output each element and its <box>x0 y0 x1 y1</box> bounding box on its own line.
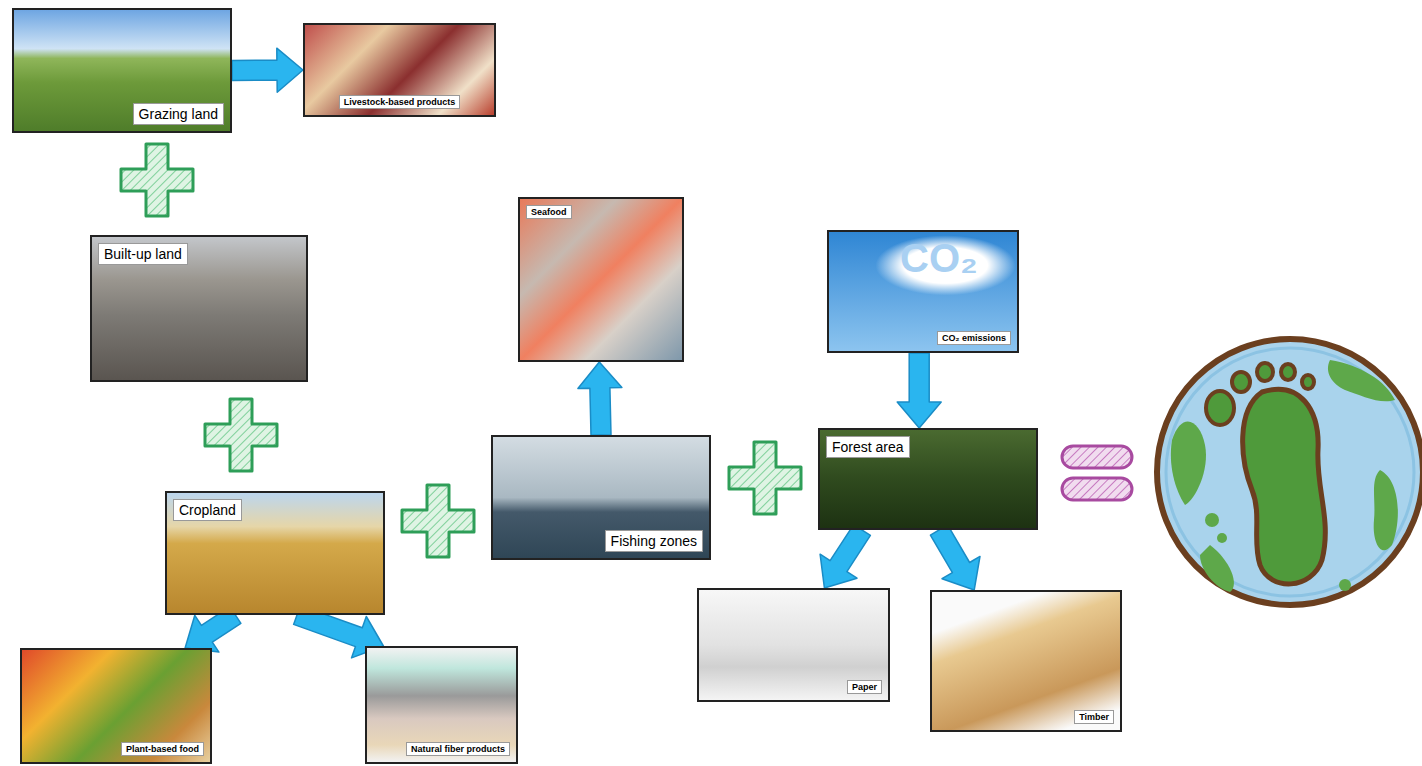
photo-box: Grazing land <box>12 8 232 133</box>
photo-box: Paper <box>697 588 890 702</box>
plus-sign <box>402 485 474 557</box>
box-label: CO₂ emissions <box>937 331 1011 345</box>
photo-box: Plant-based food <box>20 648 212 764</box>
equals-sign <box>1062 446 1132 500</box>
photo-box: Timber <box>930 590 1122 732</box>
box-label: Timber <box>1074 710 1114 724</box>
box-label: Paper <box>847 680 882 694</box>
footprint-globe <box>1157 339 1422 605</box>
box-label: Livestock-based products <box>339 95 461 109</box>
box-label: Built-up land <box>98 243 188 265</box>
plus-sign <box>121 144 193 216</box>
box-label: Fishing zones <box>605 530 703 552</box>
box-label: Forest area <box>826 436 910 458</box>
flow-arrow <box>897 353 941 428</box>
photo-box: Fishing zones <box>491 435 711 560</box>
flow-arrow <box>578 362 622 435</box>
box-label: Cropland <box>173 499 242 521</box>
photo-box: Natural fiber products <box>365 646 518 764</box>
box-label: Seafood <box>526 205 572 219</box>
box-label: Natural fiber products <box>406 742 510 756</box>
photo-box: Seafood <box>518 197 684 362</box>
photo-box: Livestock-based products <box>303 23 496 117</box>
photo-box: Built-up land <box>90 235 308 382</box>
picture-text: CO₂ <box>900 236 978 281</box>
flow-arrow <box>232 48 303 92</box>
box-label: Grazing land <box>133 103 224 125</box>
flow-arrow <box>820 525 870 588</box>
photo-box: Forest area <box>818 428 1038 530</box>
box-label: Plant-based food <box>121 742 204 756</box>
flow-arrow <box>930 525 980 590</box>
photo-box: Cropland <box>165 491 385 615</box>
plus-sign <box>205 399 277 471</box>
plus-sign <box>729 442 801 514</box>
